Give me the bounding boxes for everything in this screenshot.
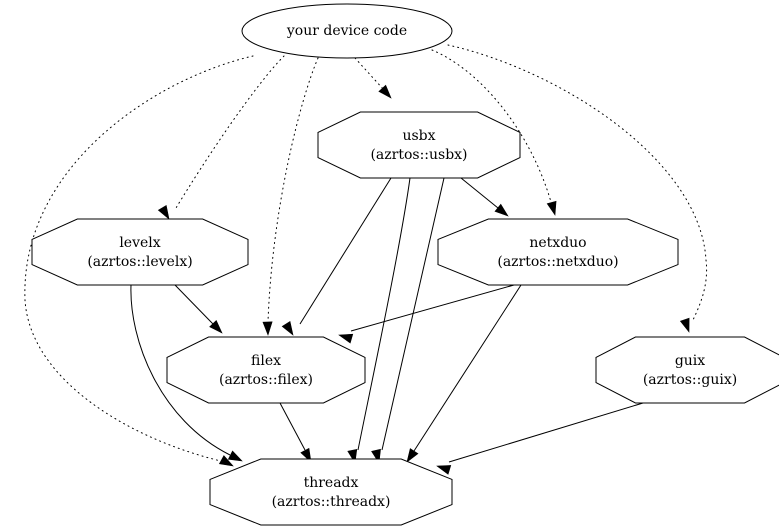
edge-line [350,284,515,332]
edge-levelx-to-filex [174,284,223,334]
node-device[interactable]: your device code [241,3,453,59]
node-netxduo[interactable]: netxduo(azrtos::netxduo) [437,218,679,286]
node-levelx[interactable]: levelx(azrtos::levelx) [31,218,249,286]
edge-usbx-to-threadx [347,177,411,464]
edge-line [175,55,285,209]
arrowhead-icon [281,321,294,336]
edge-line [174,284,214,325]
node-threadx[interactable]: threadx(azrtos::threadx) [209,458,453,526]
node-shape-octagon[interactable] [31,218,249,286]
edges-layer [24,44,708,475]
arrowhead-icon [436,465,452,475]
arrowhead-icon [546,200,557,216]
arrowhead-icon [157,205,170,220]
node-label-package: (azrtos::threadx) [272,494,391,510]
edge-line [267,57,319,323]
arrowhead-icon [338,333,354,344]
node-shape-ellipse[interactable] [241,3,453,59]
node-label-package: (azrtos::netxduo) [497,254,618,270]
edge-line [431,49,552,203]
node-shape-octagon[interactable] [209,458,453,526]
edge-device-to-usbx [354,57,392,99]
arrowhead-icon [406,448,419,463]
edge-usbx-to-netxduo [460,177,509,217]
edge-line [279,402,306,451]
edge-device-to-levelx [157,55,285,220]
node-label-package: (azrtos::filex) [219,372,313,388]
edge-line [460,177,499,209]
arrowhead-icon [494,203,509,217]
edge-guix-to-threadx [436,402,644,475]
edge-line [130,284,231,456]
nodes-layer: your device codeusbx(azrtos::usbx)levelx… [31,3,779,526]
arrowhead-icon [378,84,392,99]
edge-usbx-to-filex [281,177,392,336]
node-usbx[interactable]: usbx(azrtos::usbx) [317,111,521,179]
node-filex[interactable]: filex(azrtos::filex) [166,336,366,404]
node-label-primary: netxduo [529,235,586,251]
edge-levelx-to-threadx [130,284,243,462]
node-label-package: (azrtos::guix) [643,372,737,388]
edge-device-to-filex [262,57,319,336]
edge-line [448,402,644,463]
node-label-primary: levelx [119,235,160,251]
edge-device-to-netxduo [431,49,557,216]
arrowhead-icon [218,455,234,467]
edge-netxduo-to-threadx [406,284,522,463]
edge-device-to-threadx [24,55,254,467]
edge-line [413,284,522,452]
node-label-package: (azrtos::levelx) [87,254,192,270]
arrowhead-icon [209,319,223,334]
node-guix[interactable]: guix(azrtos::guix) [595,336,779,404]
arrowhead-icon [262,321,273,336]
arrowhead-icon [227,450,243,462]
node-label-primary: guix [675,353,705,369]
edge-line [299,177,392,325]
node-shape-octagon[interactable] [595,336,779,404]
node-label-primary: threadx [304,475,359,491]
edge-line [354,57,385,91]
arrowhead-icon [679,317,690,333]
node-shape-octagon[interactable] [317,111,521,179]
node-label-primary: usbx [402,128,435,144]
edge-netxduo-to-filex [338,284,515,344]
edge-usbx-to-threadx2 [371,177,445,464]
node-shape-octagon[interactable] [437,218,679,286]
edge-device-to-guix [447,44,708,333]
edge-filex-to-threadx [279,402,312,463]
edge-line [447,44,708,321]
edge-line [24,55,254,463]
node-label-primary: your device code [286,23,407,39]
node-shape-octagon[interactable] [166,336,366,404]
node-label-primary: filex [251,353,281,369]
node-label-package: (azrtos::usbx) [370,147,467,163]
edge-line [357,177,411,451]
